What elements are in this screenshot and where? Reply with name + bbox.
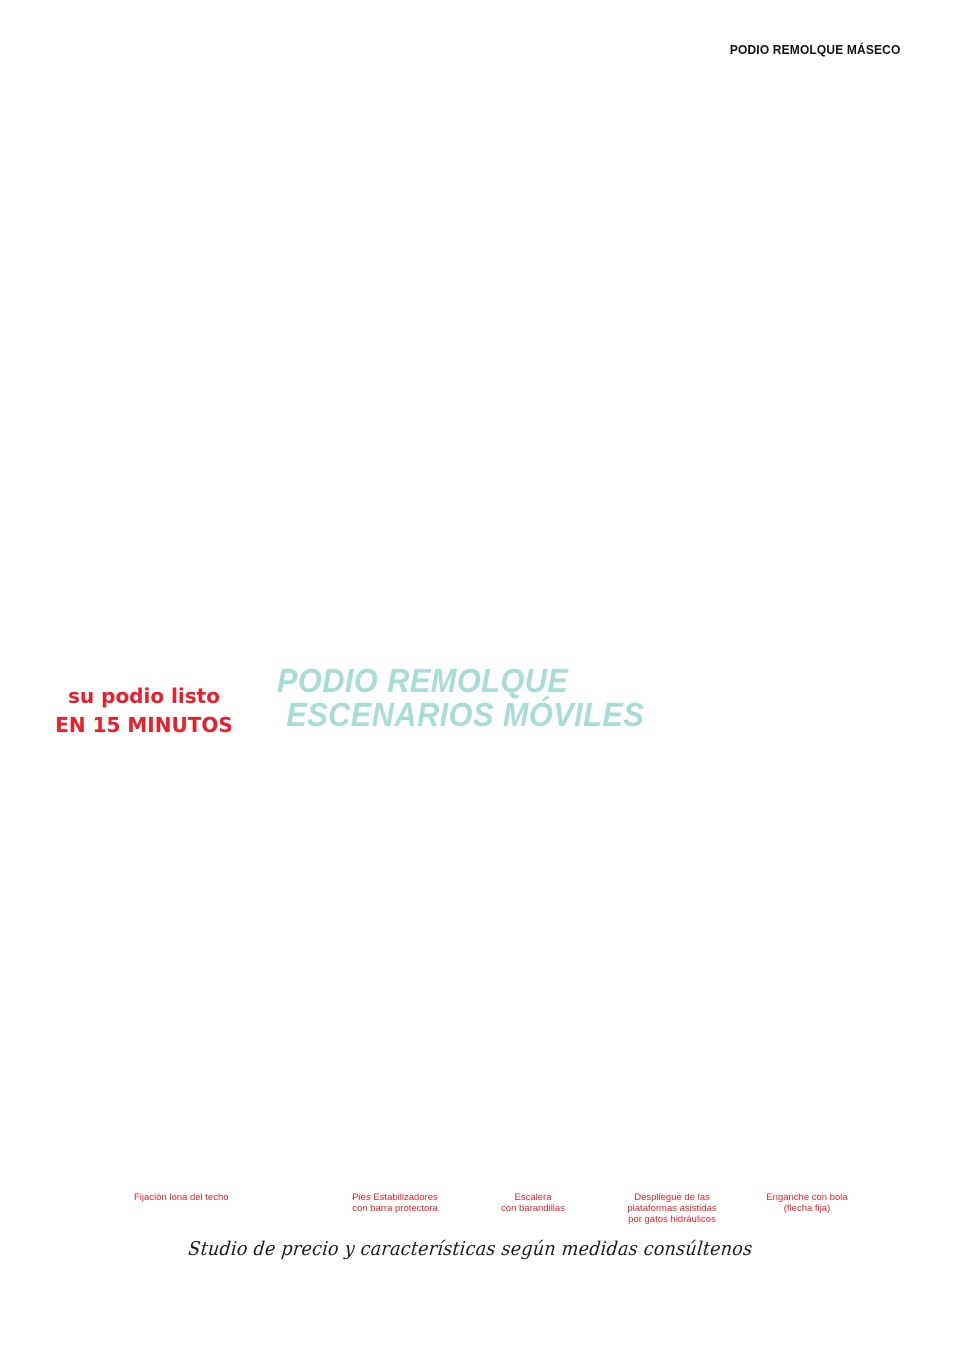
- document-header-title: PODIO REMOLQUE MÁSECO: [729, 42, 900, 57]
- feature-caption-roof: Fijación lona del techo: [134, 1192, 229, 1203]
- headline-block: PODIO REMOLQUE ESCENARIOS MÓVILES: [277, 664, 672, 732]
- feature-captions: Fijación lona del techo Pies Estabilizad…: [0, 1192, 957, 1232]
- headline-line-2: ESCENARIOS MÓVILES: [286, 696, 645, 733]
- feature-caption-line: con barra protectora: [352, 1203, 438, 1214]
- footer-note-text: Studio de precio y características según…: [187, 1238, 754, 1260]
- feature-caption-hydraulic: Despliegue de las plataformas asistidas …: [617, 1192, 727, 1225]
- feature-caption-line: Despliegue de las: [634, 1192, 710, 1203]
- feature-caption-hitch: Enganche con bola (flecha fija): [757, 1192, 857, 1214]
- feature-caption-line: plataformas asistidas: [627, 1203, 717, 1214]
- feature-caption-line: por gatos hidráulicos: [628, 1214, 716, 1225]
- footer-note: Studio de precio y características según…: [0, 1238, 957, 1260]
- feature-caption-line: Pies Estabilizadores: [352, 1192, 438, 1203]
- feature-caption-line: (flecha fija): [783, 1203, 831, 1214]
- feature-caption-line: Enganche con bola: [766, 1192, 848, 1203]
- feature-caption-line: Escalera: [514, 1192, 552, 1203]
- feature-caption-stabilizers: Pies Estabilizadores con barra protector…: [343, 1192, 447, 1214]
- promo-block: su podio listo EN 15 MINUTOS: [40, 682, 248, 740]
- feature-caption-line: con barandillas: [501, 1203, 565, 1214]
- promo-line-1: su podio listo: [68, 684, 220, 708]
- feature-caption-line: Fijación lona del techo: [134, 1192, 229, 1203]
- promo-line-2: EN 15 MINUTOS: [55, 713, 233, 737]
- feature-caption-ladder: Escalera con barandillas: [493, 1192, 573, 1214]
- headline-line-1: PODIO REMOLQUE: [277, 662, 569, 699]
